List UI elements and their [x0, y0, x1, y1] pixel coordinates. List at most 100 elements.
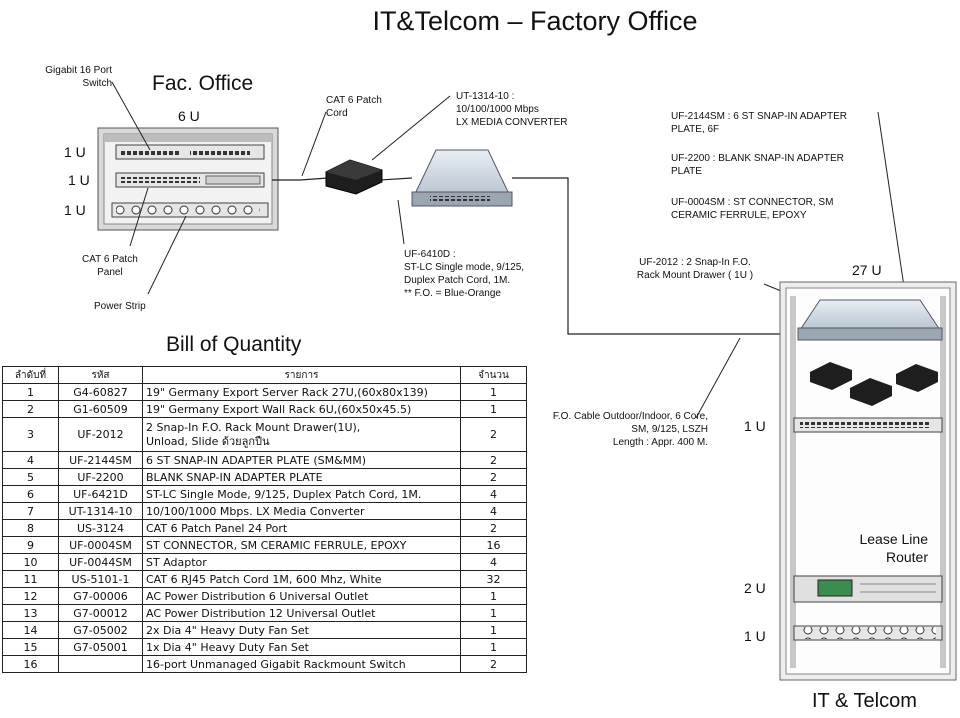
cell-item: 1x Dia 4" Heavy Duty Fan Set: [142, 638, 461, 656]
power-strip-device: [111, 202, 269, 218]
cell-no: 12: [2, 587, 59, 605]
cell-qty: 1: [460, 621, 527, 639]
cell-qty: 1: [460, 383, 527, 401]
switch-label: Gigabit 16 Port Switch: [45, 65, 112, 89]
patch-cord-label: CAT 6 Patch Cord: [326, 95, 382, 119]
cell-code: UF-0044SM: [58, 553, 143, 571]
cell-code: G7-00006: [58, 587, 143, 605]
fo-drawer-rack: [797, 299, 943, 341]
adapter-plate-note: UF-2144SM : 6 ST SNAP-IN ADAPTER PLATE, …: [671, 111, 847, 135]
fo-patch-cord-label: UF-6410D : ST-LC Single mode, 9/125, Dup…: [404, 249, 525, 299]
cell-code: [58, 655, 143, 673]
cell-code: G7-05002: [58, 621, 143, 639]
cell-no: 9: [2, 536, 59, 554]
cell-no: 3: [2, 417, 59, 452]
media-converter-stack: [810, 362, 938, 406]
cell-no: 14: [2, 621, 59, 639]
cell-code: UF-0004SM: [58, 536, 143, 554]
header-code: รหัส: [58, 366, 143, 384]
media-converter-device: [325, 159, 383, 195]
it-rack-size: 27 U: [852, 262, 882, 278]
it-u-label-1: 1 U: [744, 418, 766, 434]
cell-code: US-3124: [58, 519, 143, 537]
cell-no: 7: [2, 502, 59, 520]
cell-no: 5: [2, 468, 59, 486]
cell-code: G4-60827: [58, 383, 143, 401]
cell-item: 2x Dia 4" Heavy Duty Fan Set: [142, 621, 461, 639]
cell-qty: 2: [460, 417, 527, 452]
cell-qty: 2: [460, 519, 527, 537]
rack-fan-tray: [793, 575, 943, 603]
st-connector-note: UF-0004SM : ST CONNECTOR, SM CERAMIC FER…: [671, 197, 834, 221]
cell-code: G1-60509: [58, 400, 143, 418]
fac-rack-size: 6 U: [178, 108, 200, 124]
it-u-label-2: 2 U: [744, 580, 766, 596]
cell-item: 19" Germany Export Server Rack 27U,(60x8…: [142, 383, 461, 401]
cell-no: 1: [2, 383, 59, 401]
media-converter-callout-line: [371, 95, 451, 161]
cell-no: 8: [2, 519, 59, 537]
cell-qty: 16: [460, 536, 527, 554]
cell-code: G7-00012: [58, 604, 143, 622]
cell-code: UF-2012: [58, 417, 143, 452]
adapter-plate-callout-line: [877, 111, 907, 301]
page-title: IT&Telcom – Factory Office: [372, 6, 698, 36]
cell-code: US-5101-1: [58, 570, 143, 588]
patch-panel-callout-line: [129, 187, 149, 247]
cell-qty: 1: [460, 587, 527, 605]
cell-item: 10/100/1000 Mbps. LX Media Converter: [142, 502, 461, 520]
cell-qty: 4: [460, 553, 527, 571]
patch-panel-label: CAT 6 Patch Panel: [82, 254, 138, 278]
cell-code: UF-2200: [58, 468, 143, 486]
media-converter-label: UT-1314-10 : 10/100/1000 Mbps LX MEDIA C…: [456, 91, 568, 128]
cell-qty: 2: [460, 655, 527, 673]
cell-code: UT-1314-10: [58, 502, 143, 520]
blank-plate-note: UF-2200 : BLANK SNAP-IN ADAPTER PLATE: [671, 153, 844, 177]
cell-code: UF-6421D: [58, 485, 143, 503]
fo-main-cable: [512, 177, 812, 335]
fo-cable-callout-line: [695, 337, 741, 419]
fo-drawer-device: [411, 149, 513, 207]
switch-device: [115, 172, 265, 188]
header-no: ลำดับที่: [2, 366, 59, 384]
cell-qty: 4: [460, 485, 527, 503]
drawer-label: UF-2012 : 2 Snap-In F.O. Rack Mount Draw…: [636, 257, 754, 281]
cell-item: BLANK SNAP-IN ADAPTER PLATE: [142, 468, 461, 486]
cell-item: 2 Snap-In F.O. Rack Mount Drawer(1U), Un…: [142, 417, 461, 452]
rack-patch-panel: [793, 417, 943, 433]
patch-panel-device: [115, 144, 265, 160]
fo-cable-label: F.O. Cable Outdoor/Indoor, 6 Core, SM, 9…: [552, 411, 708, 448]
cell-item: ST Adaptor: [142, 553, 461, 571]
cell-item: 6 ST SNAP-IN ADAPTER PLATE (SM&MM): [142, 451, 461, 469]
cell-qty: 1: [460, 400, 527, 418]
server-rack-27u: [779, 281, 957, 681]
cell-item: ST-LC Single Mode, 9/125, Duplex Patch C…: [142, 485, 461, 503]
cell-no: 4: [2, 451, 59, 469]
cat6-cable: [272, 177, 329, 181]
fo-patch-cable: [379, 177, 413, 181]
cell-no: 6: [2, 485, 59, 503]
power-strip-label: Power Strip: [94, 301, 146, 312]
fac-office-title: Fac. Office: [152, 72, 254, 95]
cell-item: AC Power Distribution 12 Universal Outle…: [142, 604, 461, 622]
fo-patch-callout-line: [397, 199, 405, 245]
cell-no: 16: [2, 655, 59, 673]
cell-qty: 1: [460, 638, 527, 656]
cell-item: ST CONNECTOR, SM CERAMIC FERRULE, EPOXY: [142, 536, 461, 554]
fac-u-label-3: 1 U: [64, 202, 86, 218]
it-u-label-3: 1 U: [744, 628, 766, 644]
patch-cord-callout-line: [301, 111, 327, 177]
